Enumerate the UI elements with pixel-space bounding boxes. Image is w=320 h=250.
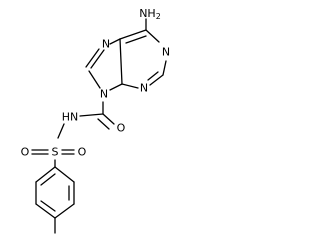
bond-carbonyl-nh	[79, 113, 104, 117]
bond-lines	[31, 18, 167, 234]
bond-carbonyl-o-double	[97, 118, 110, 130]
bond-carbonyl-o	[102, 113, 115, 125]
bond-c5-c6	[119, 29, 147, 40]
bond-c5-c6-double	[125, 35, 147, 44]
bond-ar-1	[54, 166, 75, 183]
bond-ar-4	[35, 203, 56, 219]
atom-n9: N	[100, 88, 108, 101]
bond-c8-double	[85, 48, 100, 68]
bond-c8-n9	[88, 70, 101, 89]
bond-ar-inner-3	[40, 200, 56, 212]
atom-labels: NH2 N N N N O HN S O O	[21, 7, 170, 159]
bond-ar-inner-1	[40, 173, 56, 186]
bond-n7-c8	[90, 49, 105, 69]
bond-ar-3	[54, 203, 75, 219]
atom-amide-nh: HN	[62, 111, 79, 124]
bond-n3-c4	[121, 83, 139, 89]
atom-n1: N	[162, 46, 170, 59]
bond-nh-s	[57, 123, 65, 139]
atom-amine: NH2	[139, 7, 161, 21]
atom-n3: N	[140, 82, 148, 95]
bond-n1-c2	[162, 60, 167, 76]
bond-ar-6	[35, 166, 56, 183]
atom-sulfonyl-o-left: O	[21, 146, 30, 159]
atom-carbonyl-o: O	[117, 122, 126, 135]
bond-c2-double	[147, 71, 159, 81]
bond-c4-c5	[119, 38, 123, 85]
chemical-structure: NH2 N N N N O HN S O O	[21, 7, 170, 234]
atom-n7: N	[102, 38, 110, 51]
bond-n9-c4	[109, 83, 123, 91]
atom-sulfonyl-o-right: O	[78, 146, 87, 159]
atom-sulfur: S	[52, 146, 59, 159]
bond-c5-c8-top	[109, 38, 121, 45]
bond-c2-n3	[149, 74, 164, 86]
bond-c6-n1	[145, 29, 160, 43]
